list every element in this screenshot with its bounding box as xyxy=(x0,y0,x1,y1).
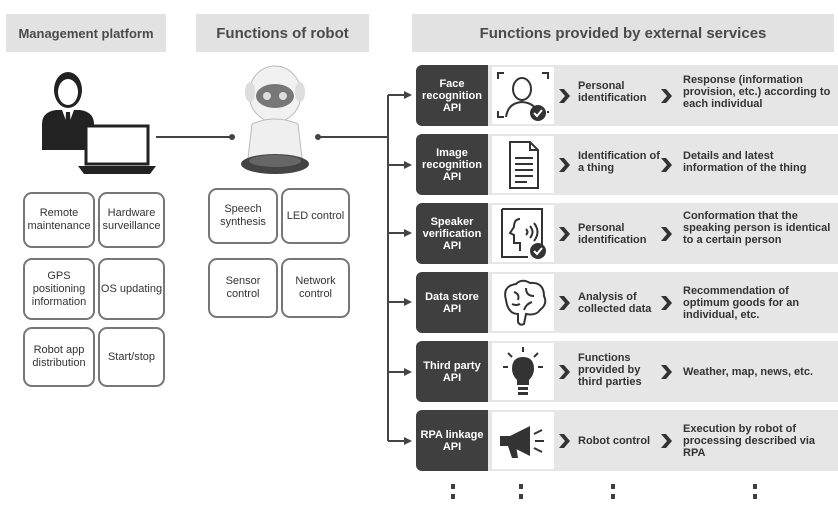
continuation-dots xyxy=(519,484,523,504)
third-party-step2-text: Weather, map, news, etc. xyxy=(683,366,814,378)
image-recognition-api-box: Image recognition API xyxy=(416,134,488,195)
data-store-api-box: Data store API xyxy=(416,272,488,333)
image-step2-text: Details and latest information of the th… xyxy=(683,150,807,174)
robot-functions-header: Functions of robot xyxy=(196,14,369,52)
rpa-step1-text: Robot control xyxy=(578,435,651,447)
chevron-right-icon xyxy=(559,365,570,379)
face-step2-text: Response (information provision, etc.) a… xyxy=(683,74,831,110)
robot-icon xyxy=(241,65,309,174)
remote-maintenance-box: Remote maintenance xyxy=(23,192,95,248)
chevron-right-icon xyxy=(661,227,672,241)
data-store-step1-text: Analysis of collected data xyxy=(578,291,652,315)
chevron-right-icon xyxy=(559,227,570,241)
document-icon xyxy=(492,136,554,193)
chevron-right-icon xyxy=(661,365,672,379)
face-id-icon xyxy=(492,67,554,124)
continuation-dots xyxy=(753,484,757,504)
continuation-dots xyxy=(611,484,615,504)
rpa-step2-text: Execution by robot of processing describ… xyxy=(683,423,816,459)
robot-app-distribution-box: Robot app distribution xyxy=(23,327,95,387)
chevron-right-icon xyxy=(661,296,672,310)
lightbulb-icon xyxy=(492,343,554,400)
third-party-api-box: Third party API xyxy=(416,341,488,402)
chevron-right-icon xyxy=(559,296,570,310)
operator-with-laptop-icon xyxy=(42,72,156,174)
os-updating-box: OS updating xyxy=(98,258,165,320)
management-platform-header: Management platform xyxy=(6,14,166,52)
sensor-control-box: Sensor control xyxy=(208,258,278,318)
megaphone-icon xyxy=(492,412,554,469)
led-control-box: LED control xyxy=(281,188,350,244)
data-store-step2-text: Recommendation of optimum goods for an i… xyxy=(683,285,800,321)
chevron-right-icon xyxy=(559,434,570,448)
rpa-linkage-api-box: RPA linkage API xyxy=(416,410,488,471)
chevron-right-icon xyxy=(661,89,672,103)
third-party-step1-text: Functions provided by third parties xyxy=(578,352,642,388)
chevron-right-icon xyxy=(661,434,672,448)
speaker-step2-text: Conformation that the speaking person is… xyxy=(683,210,831,246)
chevron-right-icon xyxy=(559,158,570,172)
image-step1-text: Identification of a thing xyxy=(578,150,660,174)
speech-synthesis-box: Speech synthesis xyxy=(208,188,278,244)
face-step1-text: Personal identification xyxy=(578,80,647,104)
brain-icon xyxy=(492,274,554,331)
continuation-dots xyxy=(451,484,455,504)
network-control-box: Network control xyxy=(281,258,350,318)
external-services-header: Functions provided by external services xyxy=(412,14,834,52)
start-stop-box: Start/stop xyxy=(98,327,165,387)
speaker-step1-text: Personal identification xyxy=(578,222,647,246)
chevron-right-icon xyxy=(661,158,672,172)
hardware-surveillance-box: Hardware surveillance xyxy=(98,192,165,248)
speaker-verification-api-box: Speaker verification API xyxy=(416,203,488,264)
gps-positioning-box: GPS positioning information xyxy=(23,258,95,320)
face-recognition-api-box: Face recognition API xyxy=(416,65,488,126)
voice-icon xyxy=(492,205,554,262)
chevron-right-icon xyxy=(559,89,570,103)
